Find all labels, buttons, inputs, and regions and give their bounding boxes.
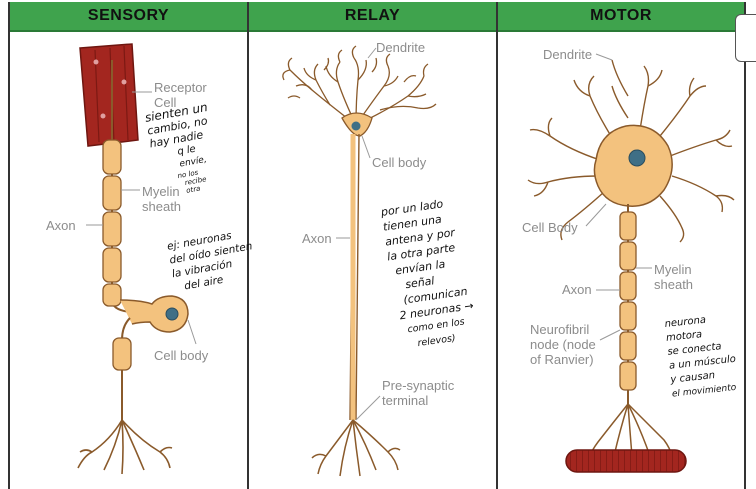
relay-terminal-branches [311, 419, 401, 477]
myelin-segment [619, 361, 637, 391]
column-divider-2 [496, 2, 498, 489]
myelin-segment [619, 271, 637, 301]
label-relay-axon: Axon [302, 231, 332, 246]
label-sensory-myelin-sheath: Myelin sheath [142, 184, 182, 214]
label-receptor-cell: Receptor Cell [154, 80, 207, 110]
label-sensory-axon: Axon [46, 218, 76, 233]
motor-cell-body-shape [593, 124, 673, 207]
header-sensory: SENSORY [10, 2, 247, 32]
relay-dendrites [282, 45, 437, 126]
myelin-segment [619, 331, 637, 361]
motor-dendrites [527, 59, 735, 243]
label-motor-axon: Axon [562, 282, 592, 297]
muscle-fiber-shape [565, 449, 687, 473]
myelin-segment [619, 241, 637, 271]
sensory-neuron [77, 43, 197, 475]
label-relay-dendrite: Dendrite [376, 40, 426, 55]
label-motor-myelin-sheath: Myelin sheath [654, 262, 694, 292]
label-neurofibril-node: Neurofibril node (node of Ranvier) [530, 322, 596, 367]
myelin-segment [102, 211, 122, 247]
receptor-cell-shape [79, 43, 139, 147]
myelin-segment [102, 247, 122, 283]
label-relay-cell-body: Cell body [372, 155, 427, 170]
relay-nucleus [351, 121, 361, 131]
handwritten-note-motor: neurona motora se conecta a un músculo y… [664, 314, 737, 400]
sensory-terminal-branches [77, 419, 173, 475]
column-divider-right [744, 2, 746, 489]
motor-nucleus [628, 149, 646, 167]
myelin-segment [102, 175, 122, 211]
relay-neuron [282, 45, 437, 477]
motor-neuron [527, 53, 735, 473]
sensory-cell-body-shape [119, 295, 189, 333]
label-sensory-cell-body: Cell body [154, 348, 209, 363]
motor-terminal-branches [589, 403, 673, 457]
label-relay-pre-synaptic-terminal: Pre-synaptic terminal [382, 378, 455, 408]
header-motor: MOTOR [498, 2, 744, 32]
sensory-nucleus [165, 307, 179, 321]
myelin-segment [619, 211, 637, 241]
label-motor-dendrite: Dendrite [543, 47, 593, 62]
myelin-segment [102, 139, 122, 175]
corner-frame [735, 14, 756, 62]
myelin-segment [619, 301, 637, 331]
column-divider-1 [247, 2, 249, 489]
column-divider-left [8, 2, 10, 489]
myelin-segment [112, 337, 132, 371]
label-motor-cell-body: Cell Body [522, 220, 578, 235]
myelin-segment [102, 283, 122, 307]
header-relay: RELAY [249, 2, 496, 32]
